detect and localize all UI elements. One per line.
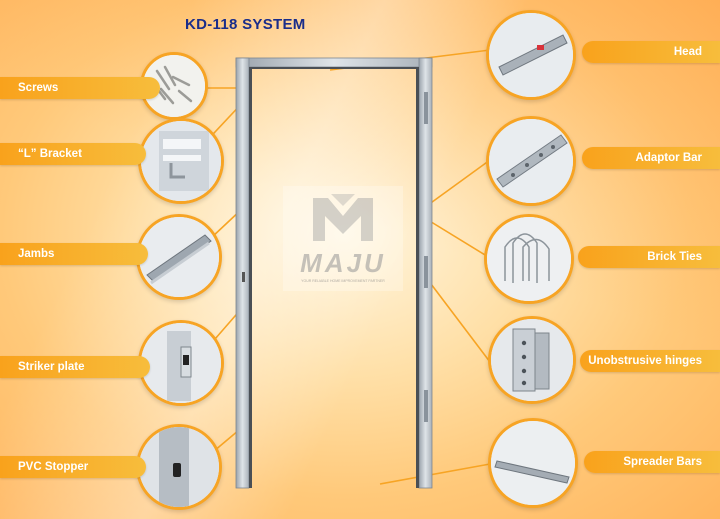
striker-plate-image	[138, 320, 224, 406]
logo-mark-icon	[313, 194, 373, 241]
jambs-image	[136, 214, 222, 300]
label-striker-plate: Striker plate	[0, 356, 150, 378]
spreader-bars-image	[488, 418, 578, 508]
label-unobstrusive-hinges: Unobstrusive hinges	[580, 350, 720, 372]
diagram-title: KD-118 SYSTEM	[185, 16, 306, 33]
label-jambs: Jambs	[0, 243, 148, 265]
pvc-stopper-image	[136, 424, 222, 510]
label-adaptor-bar: Adaptor Bar	[582, 147, 720, 169]
logo-tagline: YOUR RELIABLE HOME IMPROVEMENT PARTNER	[301, 279, 385, 283]
leader-lines	[194, 49, 491, 485]
label-pvc-stopper: PVC Stopper	[0, 456, 146, 478]
logo-wordmark: MAJU	[300, 248, 386, 278]
label-screws: Screws	[0, 77, 160, 99]
maju-logo: MAJU YOUR RELIABLE HOME IMPROVEMENT PART…	[283, 186, 403, 291]
label-l-bracket: “L” Bracket	[0, 143, 146, 165]
label-spreader-bars: Spreader Bars	[584, 451, 720, 473]
label-head: Head	[582, 41, 720, 63]
head-image	[486, 10, 576, 100]
unobstrusive-hinges-image	[488, 316, 576, 404]
l-bracket-image	[138, 118, 224, 204]
brick-ties-image	[484, 214, 574, 304]
door-frame	[235, 57, 433, 489]
label-brick-ties: Brick Ties	[578, 246, 720, 268]
adaptor-bar-image	[486, 116, 576, 206]
